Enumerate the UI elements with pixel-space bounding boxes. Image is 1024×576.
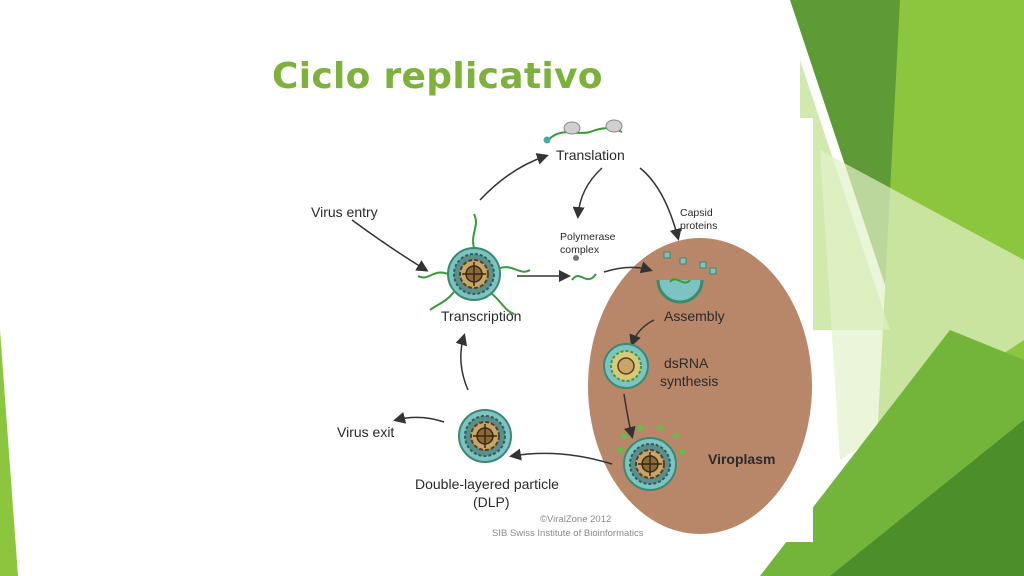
arrow-maturation-to-dlp: [509, 448, 613, 465]
label-dlp-2: (DLP): [473, 494, 510, 510]
arrow-translation-to-polymerase: [572, 167, 603, 219]
label-assembly: Assembly: [664, 308, 725, 324]
assembly-particle-icon: [656, 278, 704, 304]
mrna-ribosome-icon: [543, 119, 623, 144]
label-capsid-2: proteins: [680, 220, 717, 232]
dlp-particle-icon: [458, 409, 512, 463]
label-virus-entry: Virus entry: [311, 204, 378, 220]
capsid-protein-icons: [663, 251, 717, 275]
label-polymerase-1: Polymerase: [560, 231, 616, 243]
arrow-dlp-to-virusexit: [393, 411, 445, 424]
bg-facet-left: [0, 330, 18, 576]
arrow-assembly-to-dsrna: [629, 319, 655, 347]
credit-line-1: ©ViralZone 2012: [540, 514, 611, 525]
arrow-virusentry-to-transcription: [351, 219, 429, 272]
arrow-mrna-to-assembly: [603, 261, 653, 274]
label-transcription: Transcription: [441, 308, 521, 324]
label-polymerase-2: complex: [560, 244, 600, 256]
label-capsid-1: Capsid: [680, 207, 713, 219]
label-translation: Translation: [556, 147, 625, 163]
arrow-dlp-to-transcription: [455, 333, 469, 391]
bg-facet-bottom-dark: [830, 420, 1024, 576]
replication-cycle-diagram: Translation Virus entry Polymerase compl…: [280, 118, 813, 542]
arrow-transcription-to-translation: [479, 153, 549, 201]
maturing-particle-icon: [617, 425, 685, 491]
credit-line-2: SIB Swiss Institute of Bioinformatics: [492, 528, 644, 539]
label-dsrna-1: dsRNA: [664, 355, 709, 371]
polymerase-dot-icon: [573, 255, 579, 261]
label-viroplasm: Viroplasm: [708, 451, 775, 467]
bg-facet-pale: [820, 150, 1024, 460]
dsrna-particle-icon: [603, 343, 649, 389]
label-virus-exit: Virus exit: [337, 424, 394, 440]
arrow-translation-to-capsid: [639, 167, 682, 241]
mrna-strand-icon: [571, 273, 597, 281]
arrow-dsrna-to-maturation: [623, 393, 636, 439]
label-dsrna-2: synthesis: [660, 373, 718, 389]
label-dlp-1: Double-layered particle: [415, 476, 559, 492]
transcription-particle-icon: [417, 213, 531, 315]
slide-title: Ciclo replicativo: [272, 56, 603, 97]
